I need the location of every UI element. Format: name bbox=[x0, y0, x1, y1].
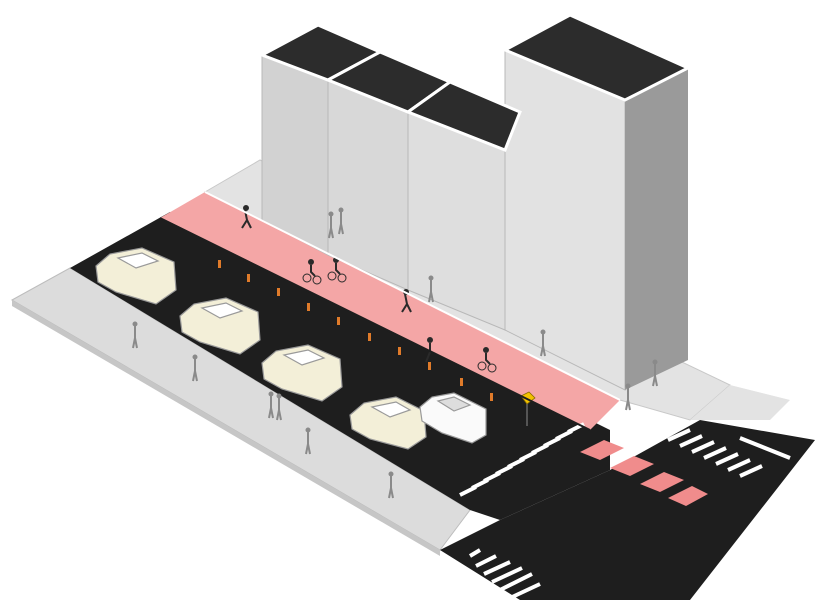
pedestrian bbox=[192, 354, 198, 382]
bollard bbox=[307, 303, 310, 311]
parked-car bbox=[349, 396, 427, 450]
pedestrian bbox=[305, 427, 311, 455]
bollard bbox=[368, 333, 371, 341]
bollard bbox=[398, 347, 401, 355]
crosswalk bbox=[667, 428, 791, 478]
pedestrian bbox=[428, 275, 434, 303]
pedestrian bbox=[276, 393, 282, 421]
parked-car bbox=[95, 247, 177, 305]
pedestrians bbox=[132, 207, 658, 499]
pedestrian bbox=[328, 211, 334, 239]
bollard bbox=[218, 260, 221, 268]
lane-edge-line bbox=[159, 217, 591, 431]
bollard bbox=[428, 362, 431, 370]
pedestrian bbox=[625, 383, 631, 411]
bollard bbox=[277, 288, 280, 296]
pedestrian bbox=[388, 471, 394, 499]
pedestrian bbox=[338, 207, 344, 235]
pedestrian bbox=[132, 321, 138, 349]
corner-sidewalk bbox=[690, 385, 790, 420]
bike-crossing bbox=[580, 440, 708, 506]
bollards bbox=[218, 260, 493, 401]
lane-edge-line bbox=[204, 191, 621, 401]
bike-lane bbox=[160, 192, 620, 430]
bollard bbox=[460, 378, 463, 386]
cyclist bbox=[477, 347, 497, 373]
pedestrian bbox=[540, 329, 546, 357]
bollard bbox=[490, 393, 493, 401]
bollard bbox=[247, 274, 250, 282]
pedestrian bbox=[268, 391, 274, 419]
parked-car bbox=[261, 344, 343, 402]
parked-car bbox=[179, 297, 261, 355]
street-sign bbox=[520, 391, 536, 426]
parked-cars bbox=[95, 247, 487, 450]
near-sidewalk-curb bbox=[12, 300, 440, 556]
pedestrian bbox=[652, 359, 658, 387]
cyclist bbox=[302, 259, 322, 285]
moving-car bbox=[419, 392, 487, 444]
roof-4 bbox=[501, 13, 692, 102]
bollard bbox=[337, 317, 340, 325]
intersection bbox=[440, 420, 815, 600]
roof-3 bbox=[404, 80, 522, 152]
building-block bbox=[258, 13, 692, 391]
crosswalk bbox=[468, 548, 541, 600]
